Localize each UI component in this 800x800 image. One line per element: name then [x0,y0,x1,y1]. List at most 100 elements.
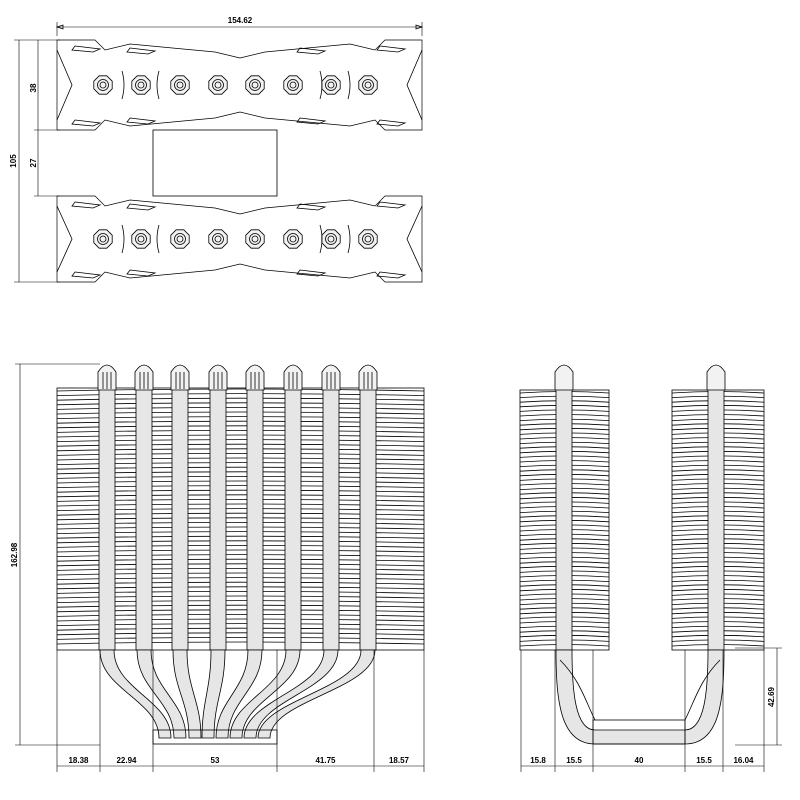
front-heatpipe-bend [243,649,339,739]
top-fin-outline [56,39,423,131]
top-bracket [156,70,160,100]
side-base-height-label: 42.69 [767,686,776,707]
top-view-fin-stack-upper [56,39,423,131]
top-fin-notch-right [406,49,423,121]
top-heatpipe-ring [325,79,337,91]
front-heatpipe-bend [172,649,202,739]
top-fin-tab [376,119,407,127]
side-heatpipe-cap [554,364,574,391]
front-view-heatpipe-caps [97,364,378,391]
top-heatpipe-nut [245,75,265,95]
top-heatpipe-ring [174,233,186,245]
side-heatpipe-vertical [555,384,573,651]
top-heatpipe-nut [170,75,190,95]
front-heatpipe-vertical [98,384,116,651]
top-heatpipe-ring [249,79,261,91]
top-heatpipe-nut [283,75,303,95]
top-view-fin-stack-lower [56,195,423,283]
top-heatpipe-nut [170,229,190,249]
top-heatpipe-core [327,81,335,89]
top-bracket [319,224,323,254]
front-heatpipe-bend [136,649,187,739]
top-bracket [319,70,323,100]
top-heatpipe-core [99,81,107,89]
front-heatpipe-vertical [246,384,264,651]
front-view-heatpipes [98,384,377,739]
top-heatpipe-ring [97,79,109,91]
top-width-label: 154.62 [228,16,253,25]
top-fin-notch-right [406,205,423,273]
top-heatpipe-ring [287,79,299,91]
top-heatpipe-nut [93,229,113,249]
top-heatpipe-ring [212,79,224,91]
top-fin-tab [71,201,102,209]
top-fin-tab [126,47,157,55]
top-heatpipe-core [176,81,184,89]
side-bottom-dimension-label: 16.04 [733,756,754,765]
side-heatpipe-inner-curve [559,659,596,721]
top-heatpipe-ring [135,233,147,245]
top-heatpipe-ring [212,233,224,245]
top-heatpipe-core [327,235,335,243]
top-fin-notch-left [56,205,73,273]
front-bottom-dimension-label: 22.94 [116,756,137,765]
top-heatpipe-core [251,235,259,243]
front-bottom-dimension-label: 18.57 [389,756,410,765]
top-heatpipe-nut [321,75,341,95]
front-heatpipe-bend [215,649,263,739]
top-heatpipe-nut [93,75,113,95]
top-fin-outline [56,195,423,283]
front-heatpipe-vertical [209,384,227,651]
top-heatpipe-ring [174,79,186,91]
top-fin-tab [71,45,102,53]
top-heatpipe-ring [362,233,374,245]
side-heatpipe-vertical [707,384,725,651]
front-heatpipe-vertical [284,384,302,651]
front-fin-boundary [56,387,425,651]
top-fin-tab [71,271,102,279]
top-height-label: 105 [9,154,18,168]
top-heatpipe-core [99,235,107,243]
top-heatpipe-ring [135,79,147,91]
top-heatpipe-ring [97,233,109,245]
top-view-base-block [152,129,278,197]
top-bracket [347,224,351,254]
top-heatpipe-nut [131,229,151,249]
top-heatpipe-core [137,81,145,89]
top-fin-tab [126,203,157,211]
top-heatpipe-core [214,81,222,89]
front-heatpipe-bend [229,649,301,739]
top-heatpipe-core [176,235,184,243]
front-bottom-dimension-label: 53 [211,756,220,765]
side-heatpipe-inner-curve [684,659,721,721]
front-bottom-dimension-label: 18.38 [68,756,89,765]
top-heatpipe-ring [249,233,261,245]
front-heatpipe-vertical [359,384,377,651]
side-heatpipe-u-bend [555,649,725,745]
top-heatpipe-nut [358,229,378,249]
side-bottom-dimension-label: 15.5 [566,756,582,765]
front-height-label: 162.98 [10,542,19,567]
top-fin-depth-label: 38 [29,83,38,92]
side-bottom-dimension-label: 15.8 [530,756,546,765]
front-heatpipe-vertical [171,384,189,651]
top-heatpipe-ring [362,79,374,91]
top-fin-tab [296,117,327,125]
front-heatpipe-vertical [322,384,340,651]
top-heatpipe-nut [245,229,265,249]
side-bottom-dimension-label: 15.5 [696,756,712,765]
top-heatpipe-nut [208,75,228,95]
top-fin-tab [296,269,327,277]
side-heatpipe-cap [706,364,726,391]
top-gap-label: 27 [29,158,38,167]
top-fin-tab [126,269,157,277]
side-view-heatpipes [554,364,726,745]
top-heatpipe-core [289,235,297,243]
top-fin-tab [71,119,102,127]
top-heatpipe-core [137,235,145,243]
